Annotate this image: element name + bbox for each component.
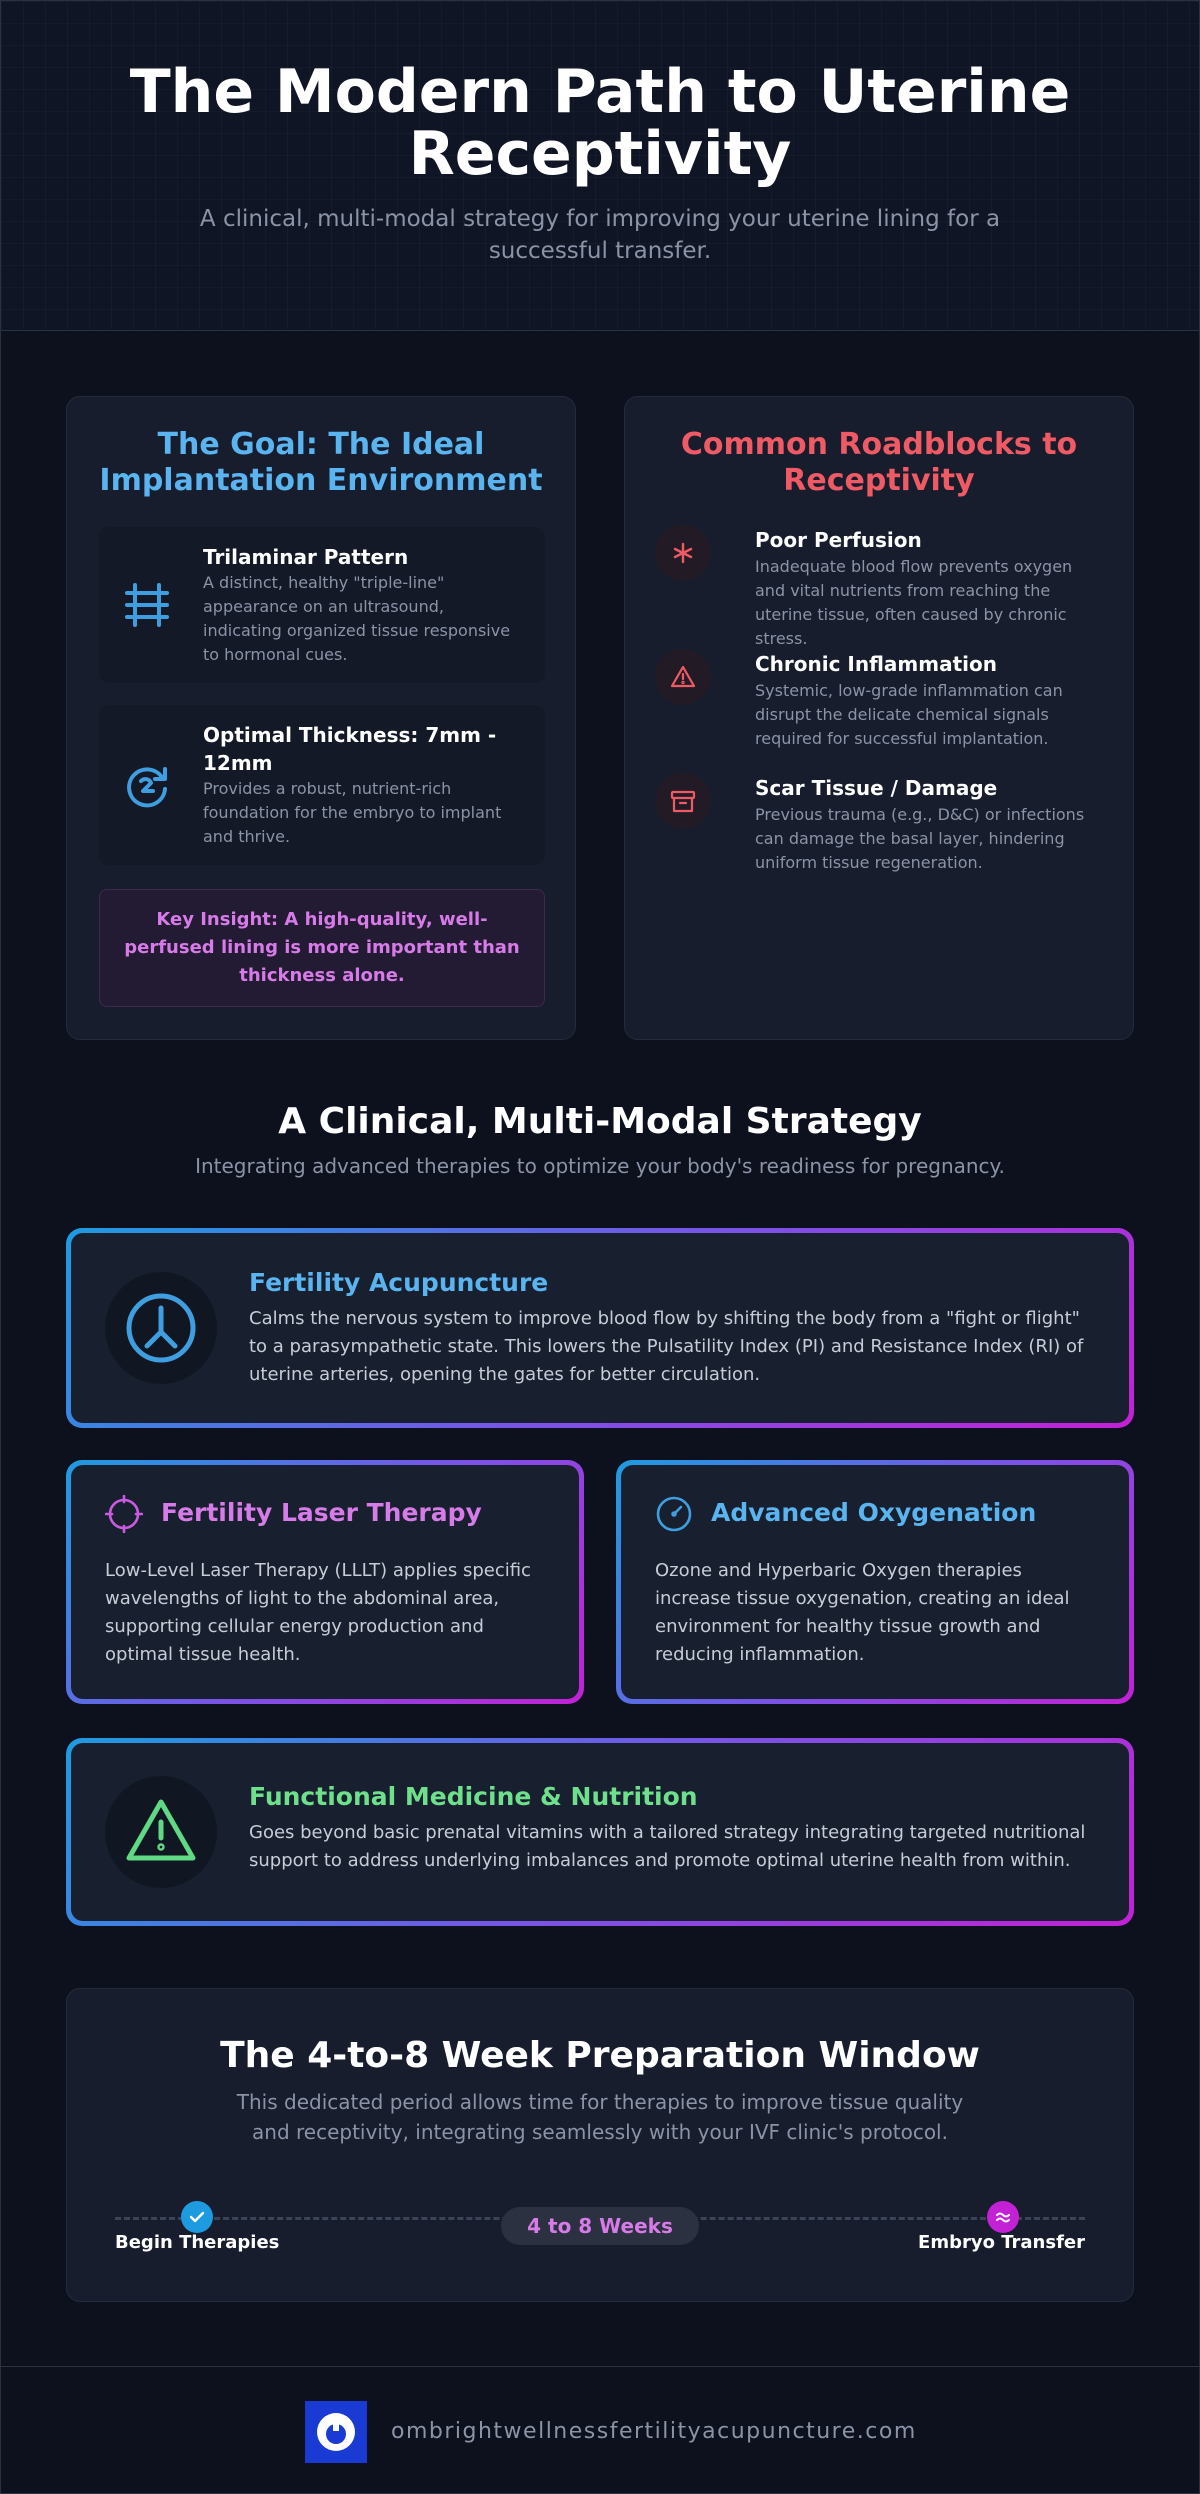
timeline-end-label: Embryo Transfer bbox=[918, 2232, 1085, 2253]
prep-subtitle: This dedicated period allows time for th… bbox=[236, 2090, 964, 2144]
therapy-desc: Goes beyond basic prenatal vitamins with… bbox=[249, 1822, 1086, 1871]
roadblock-title: Scar Tissue / Damage bbox=[755, 776, 998, 800]
goal-title: The Goal: The Ideal Implantation Environ… bbox=[99, 427, 543, 498]
therapy-desc: Ozone and Hyperbaric Oxygen therapies in… bbox=[655, 1560, 1070, 1665]
strategy-subtitle: Integrating advanced therapies to optimi… bbox=[195, 1154, 1005, 1178]
page-subtitle: A clinical, multi-modal strategy for imp… bbox=[199, 206, 1001, 264]
acupuncture-icon bbox=[105, 1272, 217, 1384]
website-link[interactable]: ombrightwellnessfertilityacupuncture.com bbox=[391, 2419, 917, 2444]
feature-title: Optimal Thickness: 7mm - 12mm bbox=[203, 723, 497, 775]
roadblock-item: Poor Perfusion Inadequate blood flow pre… bbox=[655, 525, 1103, 648]
duration-badge: 4 to 8 Weeks bbox=[501, 2207, 699, 2245]
roadblock-title: Chronic Inflammation bbox=[755, 652, 998, 676]
hero-header: The Modern Path to Uterine Receptivity A… bbox=[1, 1, 1199, 331]
goal-card: The Goal: The Ideal Implantation Environ… bbox=[66, 396, 576, 1040]
therapy-card-oxygenation: Advanced Oxygenation Ozone and Hyperbari… bbox=[616, 1460, 1134, 1704]
roadblock-desc: Systemic, low-grade inflammation can dis… bbox=[755, 681, 1063, 748]
roadblock-desc: Previous trauma (e.g., D&C) or infection… bbox=[755, 805, 1085, 872]
gauge-icon bbox=[655, 1495, 693, 1533]
therapy-title: Functional Medicine & Nutrition bbox=[249, 1782, 698, 1811]
roadblock-item: Chronic Inflammation Systemic, low-grade… bbox=[655, 649, 1103, 759]
feature-thickness: Optimal Thickness: 7mm - 12mm Provides a… bbox=[99, 705, 545, 865]
archive-icon bbox=[655, 773, 711, 829]
therapy-card-nutrition: Functional Medicine & Nutrition Goes bey… bbox=[66, 1738, 1134, 1926]
key-insight: Key Insight: A high-quality, well-perfus… bbox=[99, 889, 545, 1007]
wave-icon bbox=[987, 2201, 1019, 2233]
footer: ombrightwellnessfertilityacupuncture.com bbox=[1, 2366, 1199, 2493]
laser-icon bbox=[104, 1494, 144, 1534]
layers-icon bbox=[119, 577, 175, 633]
roadblock-title: Poor Perfusion bbox=[755, 528, 922, 552]
check-icon bbox=[181, 2201, 213, 2233]
feature-trilaminar: Trilaminar Pattern A distinct, healthy "… bbox=[99, 527, 545, 683]
roadblock-item: Scar Tissue / Damage Previous trauma (e.… bbox=[655, 773, 1103, 883]
warning-icon bbox=[655, 649, 711, 705]
refresh-icon bbox=[119, 757, 175, 813]
therapy-card-acupuncture: Fertility Acupuncture Calms the nervous … bbox=[66, 1228, 1134, 1428]
therapy-desc: Calms the nervous system to improve bloo… bbox=[249, 1308, 1084, 1385]
page-title: The Modern Path to Uterine Receptivity bbox=[129, 57, 1071, 189]
roadblocks-card: Common Roadblocks to Receptivity Poor Pe… bbox=[624, 396, 1134, 1040]
feature-title: Trilaminar Pattern bbox=[203, 545, 409, 569]
asterisk-icon bbox=[655, 525, 711, 581]
preparation-window-card: The 4-to-8 Week Preparation Window This … bbox=[66, 1988, 1134, 2302]
strategy-title: A Clinical, Multi-Modal Strategy bbox=[278, 1101, 922, 1142]
feature-desc: Provides a robust, nutrient-rich foundat… bbox=[203, 779, 502, 846]
therapy-card-laser: Fertility Laser Therapy Low-Level Laser … bbox=[66, 1460, 584, 1704]
roadblocks-title: Common Roadblocks to Receptivity bbox=[680, 427, 1078, 498]
therapy-title: Fertility Laser Therapy bbox=[161, 1498, 482, 1527]
roadblock-desc: Inadequate blood flow prevents oxygen an… bbox=[755, 557, 1073, 648]
therapy-title: Fertility Acupuncture bbox=[249, 1268, 549, 1297]
prep-title: The 4-to-8 Week Preparation Window bbox=[220, 2035, 980, 2076]
timeline-start-label: Begin Therapies bbox=[115, 2232, 280, 2253]
warning-triangle-icon bbox=[105, 1776, 217, 1888]
therapy-desc: Low-Level Laser Therapy (LLLT) applies s… bbox=[105, 1560, 531, 1665]
logo-icon bbox=[305, 2401, 367, 2463]
therapy-title: Advanced Oxygenation bbox=[711, 1498, 1037, 1527]
feature-desc: A distinct, healthy "triple-line" appear… bbox=[203, 573, 511, 664]
